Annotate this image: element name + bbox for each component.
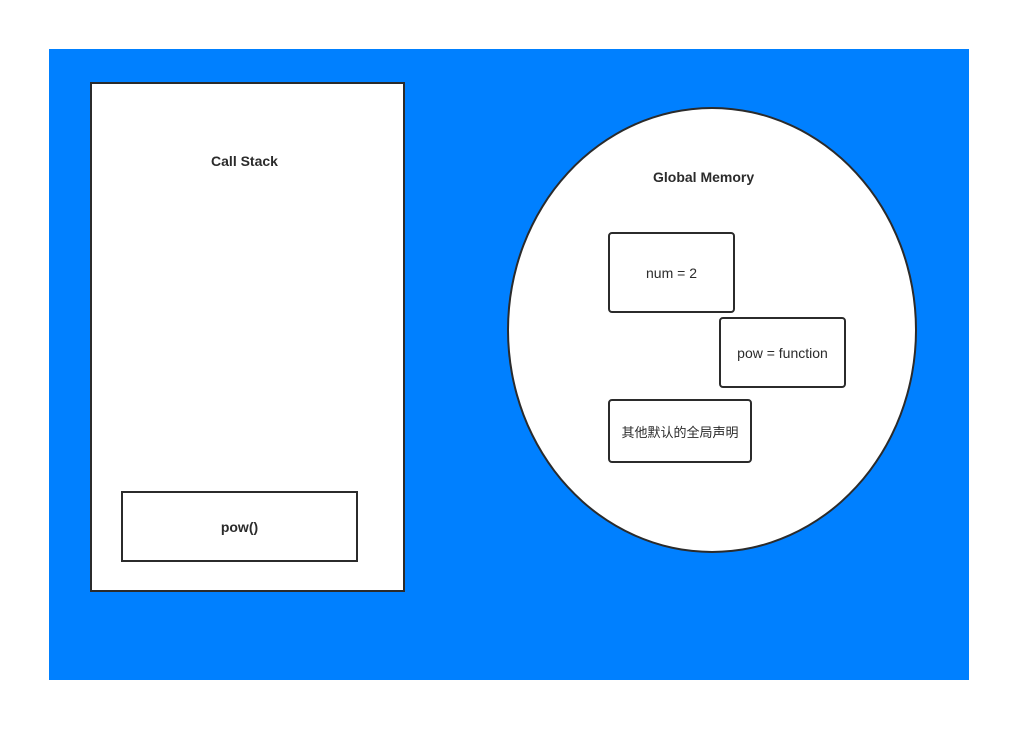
call-stack-frame: pow()	[121, 491, 358, 562]
global-memory-ellipse	[507, 107, 917, 553]
memory-entry-other-globals: 其他默认的全局声明	[608, 399, 752, 463]
global-memory-title: Global Memory	[653, 169, 755, 185]
memory-entry-num: num = 2	[608, 232, 735, 313]
call-stack-title: Call Stack	[211, 153, 278, 169]
memory-entry-pow: pow = function	[719, 317, 846, 388]
